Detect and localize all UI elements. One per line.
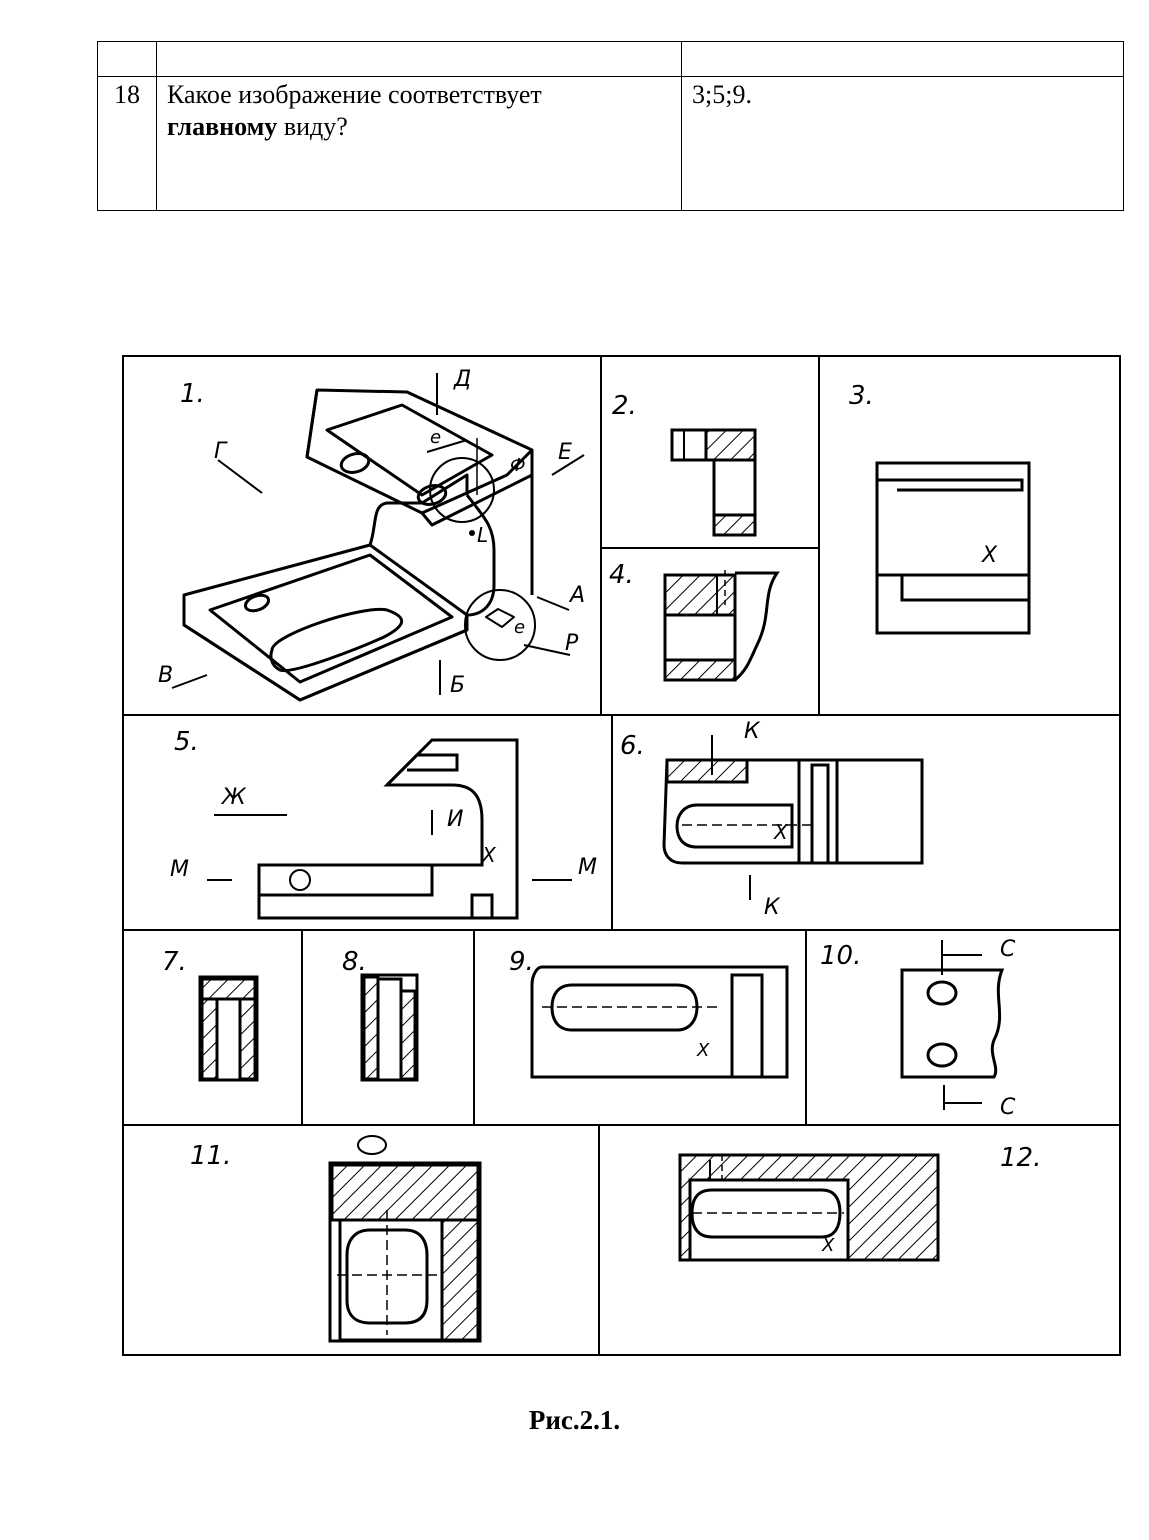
panel-3-view [875,461,1031,635]
header-cell-number [97,41,157,77]
figure-drawing [122,355,1121,1356]
panel-10-view [900,940,1005,1110]
panel-label-12: 12. [1000,1143,1042,1173]
header-cell-question [156,41,682,77]
panel-label-6: 6. [620,731,645,761]
panel-label-9: 9. [509,947,534,977]
figure-border [122,355,1121,1356]
panel-label-5: 5. [174,727,199,757]
question-text-2: виду? [283,112,348,141]
panel-5-letter-m1: М [170,857,189,882]
iso-letter-e: Е [558,440,572,465]
figure-caption: Рис.2.1. [528,1405,621,1435]
panel-label-3: 3. [849,381,874,411]
panel-3-letter-x: X [982,543,998,568]
panel-label-10: 10. [820,941,862,971]
iso-letter-g: Г [214,439,227,464]
panel-9-letter-x: X [697,1040,710,1061]
iso-letter-e-small: e [430,427,442,448]
panel-label-11: 11. [190,1141,232,1171]
question-cell: Какое изображение соответствует главному… [156,76,682,211]
panel-1-isometric [171,373,585,702]
panel-5-view [207,738,572,920]
figure-2-1: 1. 2. 3. 4. 5. 6. 7. 8. 9. 10. 11. 12. Д… [122,355,1121,1357]
iso-letter-a: А [570,583,586,608]
row-number: 18 [97,76,157,211]
panel-6-letter-x: X [774,820,788,844]
panel-6-letter-k2: К [764,895,780,920]
panel-7-view [198,975,259,1082]
panel-label-2: 2. [612,391,637,421]
iso-letter-b: Б [450,673,466,698]
panel-5-letter-m2: М [578,855,597,880]
panel-label-4: 4. [609,560,634,590]
iso-letter-e-small-2: e [514,617,526,638]
iso-letter-f: Ф [510,455,526,476]
panel-6-letter-k1: К [744,719,760,744]
panel-6-view [662,735,924,900]
answer-cell: 3;5;9. [681,76,1124,211]
panel-label-8: 8. [342,947,367,977]
panel-5-letter-zh: Ж [222,785,246,810]
panel-12-letter-x: X [822,1235,835,1256]
panel-9-view [530,965,789,1079]
panel-2-view [670,428,757,537]
iso-letter-d: Д [454,367,472,392]
question-table: 18 Какое изображение соответствует главн… [97,41,1124,211]
panel-10-letter-c2: С [1000,1095,1016,1120]
panel-5-letter-i: И [447,807,464,832]
panel-10-letter-c1: С [1000,937,1016,962]
panel-12-view [678,1153,940,1262]
panel-11-view [328,1135,482,1343]
iso-letter-l: L [477,523,489,547]
panel-5-letter-x: X [482,843,496,867]
panel-4-view [663,570,780,682]
header-cell-answer [681,41,1124,77]
panel-label-1: 1. [180,379,205,409]
iso-letter-v: В [158,663,174,688]
panel-8-view [360,973,419,1082]
question-text-bold: главному [167,112,278,141]
question-text-1: Какое изображение соответствует [167,80,542,109]
iso-letter-p: Р [565,631,579,656]
panel-label-7: 7. [162,947,187,977]
